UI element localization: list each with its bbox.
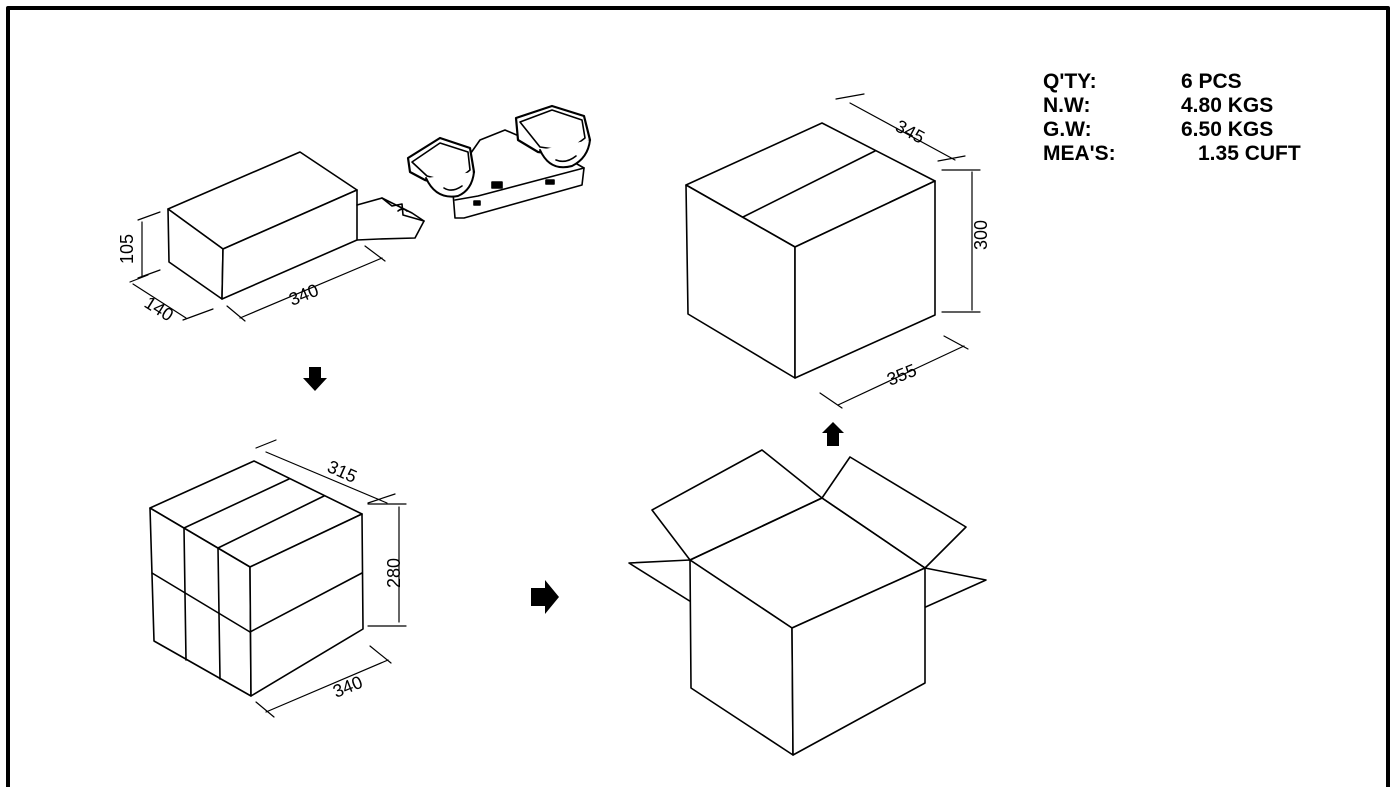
dim-label-300: 300: [971, 220, 991, 250]
dim-label-105: 105: [117, 234, 137, 264]
lamp-fixture-icon: [406, 104, 592, 219]
spec-label: G.W:: [1043, 118, 1092, 141]
spec-label: Q'TY:: [1043, 70, 1097, 93]
accessory-tray: [356, 197, 425, 241]
spec-value: 6 PCS: [1181, 70, 1242, 93]
dim-label-355: 355: [884, 360, 919, 390]
spec-label: N.W:: [1043, 94, 1091, 117]
spec-label: MEA'S:: [1043, 142, 1116, 165]
dim-label-315: 315: [324, 456, 360, 486]
dim-label-340-single: 340: [286, 280, 321, 310]
closed-carton: [685, 122, 936, 379]
spec-value: 1.35 CUFT: [1198, 142, 1301, 165]
stacked-boxes-dividers: [151, 478, 363, 680]
arrow-up-icon: [822, 422, 844, 446]
carton-dimensions: [819, 93, 981, 409]
dim-label-340-stack: 340: [330, 672, 365, 702]
dim-label-280: 280: [384, 558, 404, 588]
stacked-boxes: [149, 460, 364, 697]
single-box-dimensions: [129, 211, 386, 322]
arrow-right-icon: [531, 580, 559, 614]
spec-value: 4.80 KGS: [1181, 94, 1274, 117]
spec-value: 6.50 KGS: [1181, 118, 1274, 141]
single-product-box: [167, 151, 358, 300]
open-carton: [628, 449, 987, 756]
arrow-down-icon: [303, 367, 327, 391]
stack-dimensions: [255, 439, 407, 718]
outer-border: [6, 6, 1390, 789]
dim-label-140: 140: [141, 292, 177, 325]
